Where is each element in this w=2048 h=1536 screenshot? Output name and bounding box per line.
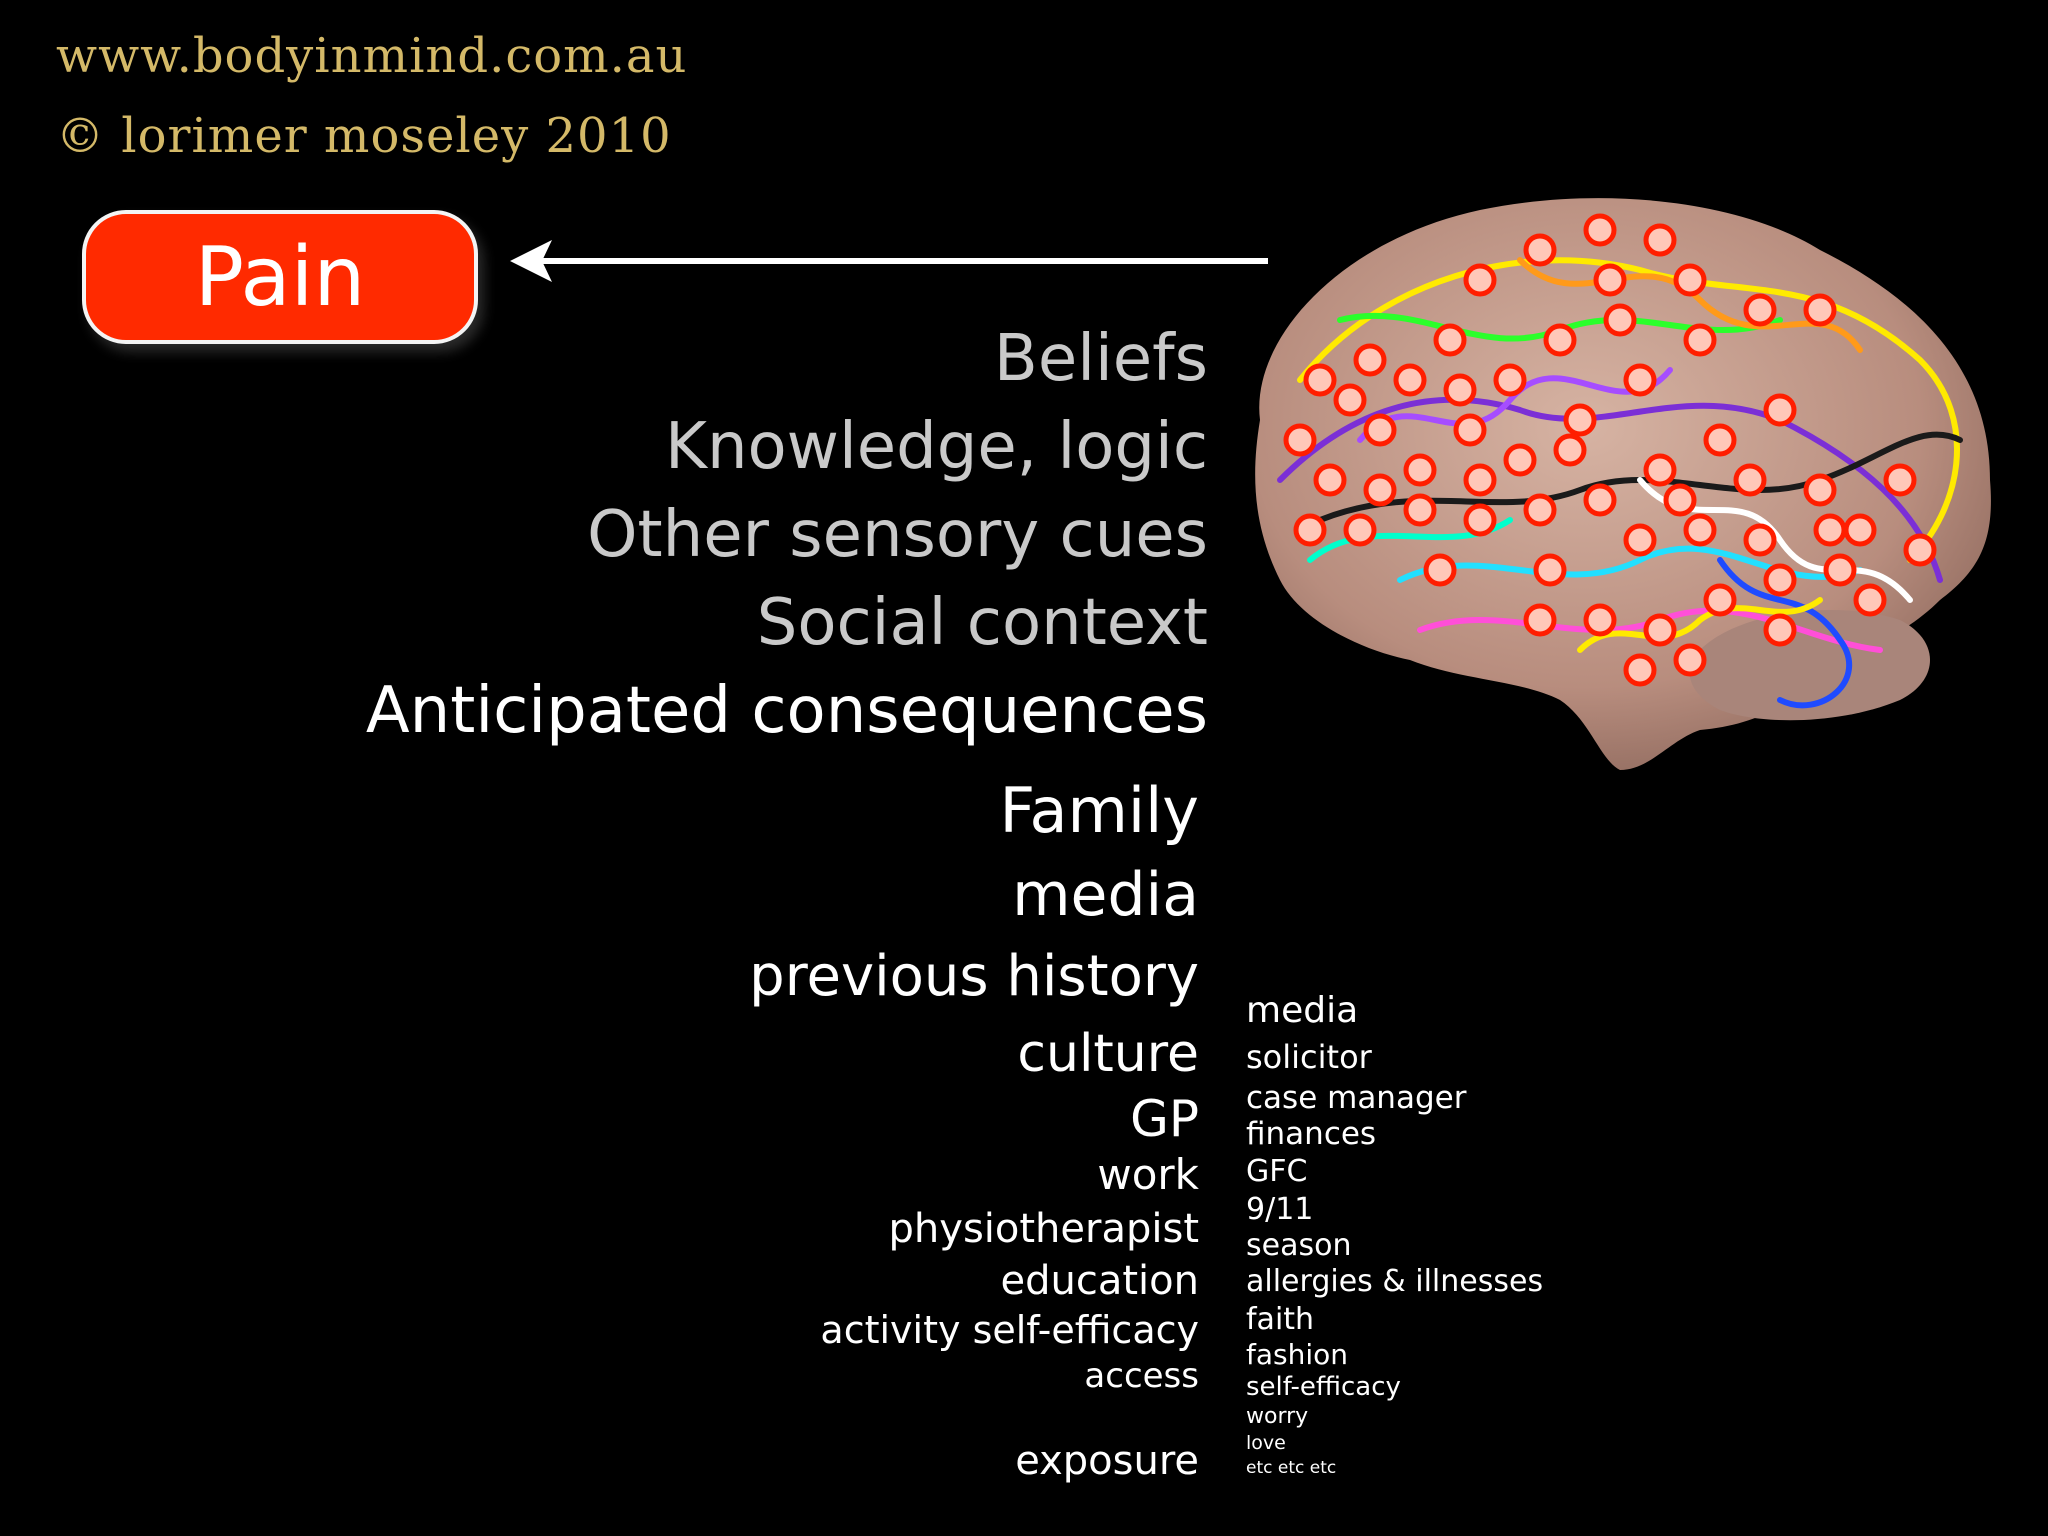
website-credit: www.bodyinmind.com.au [56,28,688,84]
minor-allergies-illnesses: allergies & illnesses [1246,1264,1544,1299]
contributor-education: education [1000,1258,1199,1304]
minor-gfc: GFC [1246,1154,1308,1189]
factor-anticipated-consequences: Anticipated consequences [365,674,1208,748]
contributor-physiotherapist: physiotherapist [888,1206,1199,1252]
minor-9-11: 9/11 [1246,1192,1314,1227]
minor-faith: faith [1246,1302,1315,1337]
factor-other-sensory-cues: Other sensory cues [587,498,1208,572]
factor-social-context: Social context [756,586,1208,660]
brain-cerebellum [1689,610,1930,721]
factor-knowledge-logic: Knowledge, logic [664,410,1208,484]
minor-finances: finances [1246,1116,1377,1152]
contributor-activity-self-efficacy: activity self-efficacy [820,1308,1199,1352]
brain-illustration [1255,198,1991,770]
contributor-media: media [1012,860,1199,930]
contributor-culture: culture [1017,1024,1199,1084]
arrow-to-pain [510,240,1268,282]
minor-self-efficacy: self-efficacy [1246,1372,1401,1402]
contributor-work: work [1097,1150,1199,1199]
contributor-family: Family [999,774,1199,847]
factor-beliefs: Beliefs [993,322,1208,396]
contributor-previous-history: previous history [749,944,1199,1009]
minor-case-manager: case manager [1246,1080,1467,1116]
pain-box: Pain [82,210,478,344]
minor-etc: etc etc etc [1246,1458,1337,1478]
minor-love: love [1246,1432,1286,1454]
contributor-access: access [1084,1356,1199,1396]
contributor-gp: GP [1130,1090,1199,1148]
contributor-exposure: exposure [1015,1438,1199,1484]
copyright-credit: © lorimer moseley 2010 [56,108,672,164]
pain-label: Pain [194,229,366,325]
minor-media: media [1246,990,1359,1031]
minor-season: season [1246,1228,1352,1263]
minor-fashion: fashion [1246,1338,1349,1371]
minor-solicitor: solicitor [1246,1038,1372,1076]
minor-worry: worry [1246,1404,1309,1429]
